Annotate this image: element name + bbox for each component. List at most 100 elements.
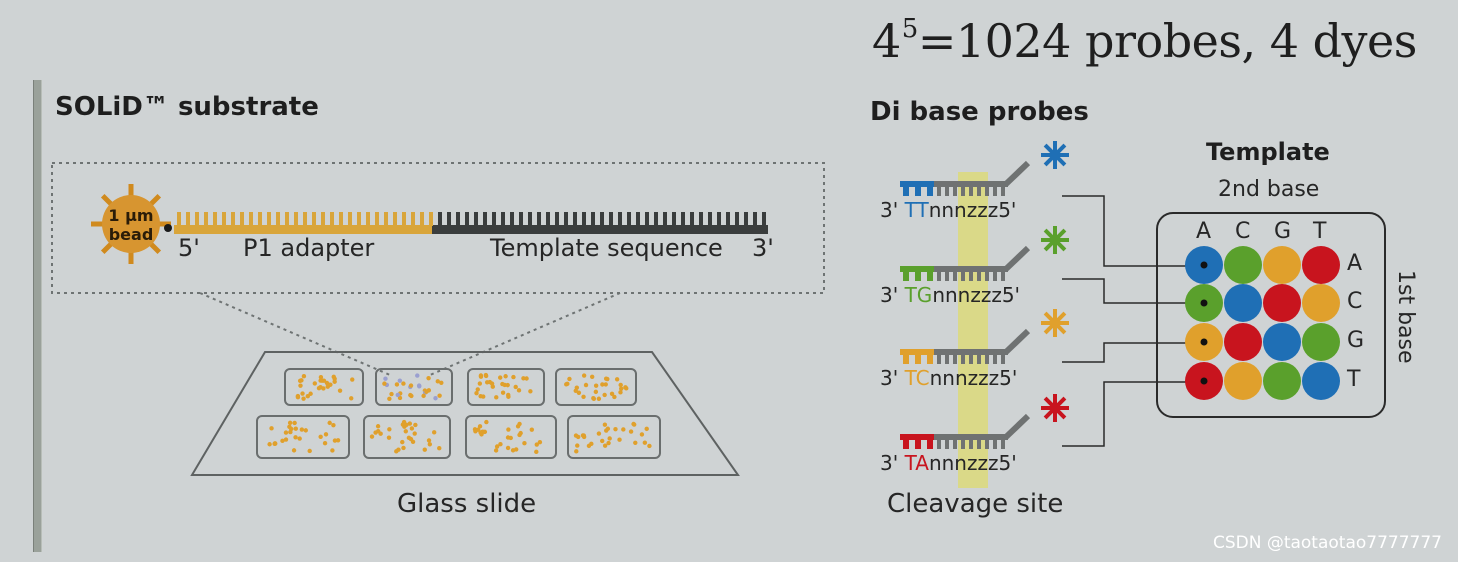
color-matrix xyxy=(1185,246,1340,400)
bead-dot xyxy=(607,436,611,440)
bead-dot xyxy=(478,424,482,428)
bead-dot xyxy=(511,448,515,452)
probe-tooth xyxy=(969,272,973,281)
bead-dot xyxy=(402,420,406,424)
probe-tail: nnnzzz5' xyxy=(932,283,1020,307)
matrix-cell-green xyxy=(1224,246,1262,284)
bead-dot xyxy=(421,394,425,398)
probe-base-tooth xyxy=(927,440,933,449)
bead-dot xyxy=(284,430,288,434)
bead-dot xyxy=(294,426,298,430)
bead-dot xyxy=(474,391,478,395)
bead-dot xyxy=(534,450,538,454)
matrix-anchor-dot xyxy=(1201,339,1208,346)
bead-dot xyxy=(297,436,301,440)
connector-line xyxy=(1062,382,1205,446)
matrix-cell-red xyxy=(1263,284,1301,322)
bead-dot xyxy=(478,381,482,385)
bead-dot xyxy=(501,391,505,395)
bead-dot xyxy=(288,430,292,434)
probe-base-tooth xyxy=(903,187,909,196)
template-tooth xyxy=(726,212,730,226)
bead-dot xyxy=(284,437,288,441)
bead-dot xyxy=(350,377,354,381)
probe-base-tooth xyxy=(927,187,933,196)
bead-dot xyxy=(521,376,525,380)
bead-dot xyxy=(411,440,415,444)
bead-dot xyxy=(517,433,521,437)
probe-label: 3' TAnnnzzz5' xyxy=(880,451,1017,475)
bead-dot xyxy=(516,424,520,428)
bead-dot xyxy=(395,382,399,386)
template-tooth xyxy=(663,212,667,226)
bead-dot xyxy=(500,382,504,386)
probe-base-tooth xyxy=(915,187,921,196)
bead-dot xyxy=(328,382,332,386)
bead-dot xyxy=(409,394,413,398)
bead-dot xyxy=(409,383,413,387)
probe-tooth xyxy=(953,355,957,364)
bead-dot xyxy=(485,380,489,384)
adapter-tooth xyxy=(339,212,343,226)
dye-linker xyxy=(1006,331,1028,352)
probe-tooth xyxy=(1001,440,1005,449)
probe-tooth xyxy=(945,355,949,364)
bead-dot xyxy=(621,427,625,431)
probe-tooth xyxy=(961,187,965,196)
second-base-label: 2nd base xyxy=(1218,177,1319,202)
bead-dot xyxy=(267,442,271,446)
dye-linker xyxy=(1006,416,1028,437)
matrix-cell-blue xyxy=(1263,323,1301,361)
template-tooth xyxy=(645,212,649,226)
template-tooth xyxy=(555,212,559,226)
template-title: Template xyxy=(1206,138,1330,166)
bead-dot xyxy=(584,383,588,387)
bead-dot xyxy=(623,385,627,389)
bead-dot xyxy=(427,438,431,442)
bead-dot xyxy=(415,373,419,377)
bead-dot xyxy=(398,378,402,382)
bead-dot xyxy=(605,377,609,381)
template-tooth xyxy=(600,212,604,226)
adapter-tooth xyxy=(375,212,379,226)
adapter-tooth xyxy=(384,212,388,226)
probe-tooth xyxy=(961,440,965,449)
bead-dot xyxy=(619,386,623,390)
cleavage-site-label: Cleavage site xyxy=(887,489,1063,519)
bead-dot xyxy=(300,427,304,431)
bead-dot xyxy=(479,432,483,436)
bead-dot xyxy=(301,396,305,400)
bead-dot xyxy=(332,380,336,384)
adapter-tooth xyxy=(258,212,262,226)
probe-tooth xyxy=(953,187,957,196)
probe-3prime: 3' xyxy=(880,283,905,307)
matrix-cell-red xyxy=(1302,246,1340,284)
probe-tooth xyxy=(945,272,949,281)
template-tooth xyxy=(627,212,631,226)
bead-dot xyxy=(413,431,417,435)
bead-dot xyxy=(643,441,647,445)
substrate-title: SOLiD™ substrate xyxy=(55,92,319,122)
bead-dot xyxy=(592,397,596,401)
bead-dot xyxy=(292,448,296,452)
template-tooth xyxy=(438,212,442,226)
probe-tooth xyxy=(961,272,965,281)
bead-dot xyxy=(308,449,312,453)
glass-slide xyxy=(192,352,738,475)
first-base-label: 1st base xyxy=(1393,270,1418,364)
matrix-cell-orange xyxy=(1224,362,1262,400)
probe-connectors xyxy=(1062,196,1205,446)
probe-tooth xyxy=(1001,187,1005,196)
bead-dot xyxy=(506,395,510,399)
template-tooth xyxy=(609,212,613,226)
probe-tooth xyxy=(993,355,997,364)
bead-dot xyxy=(484,373,488,377)
adapter-tooth xyxy=(312,212,316,226)
bead-dot xyxy=(576,435,580,439)
probe-tooth xyxy=(937,187,941,196)
probe-tooth xyxy=(1001,272,1005,281)
bead-dot xyxy=(629,429,633,433)
probe-tooth xyxy=(937,355,941,364)
bead-dot xyxy=(293,435,297,439)
